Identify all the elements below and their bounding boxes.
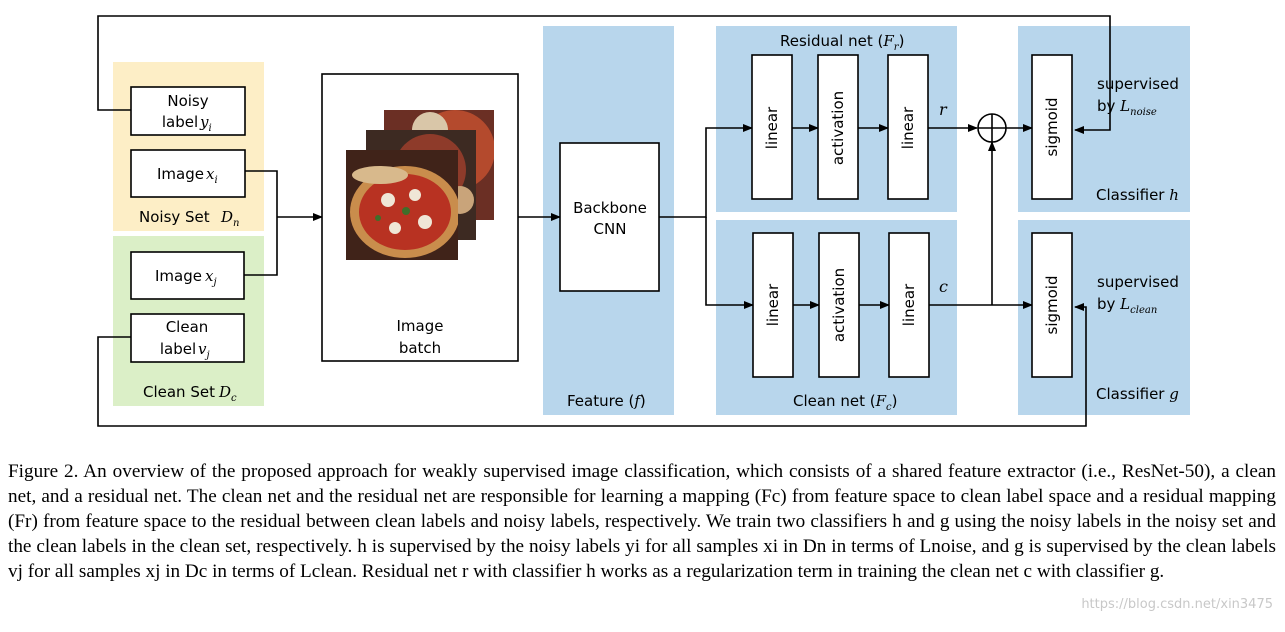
backbone-label-line1: Backbone: [573, 199, 647, 217]
clean-label-var: vj: [198, 340, 210, 361]
sigmoid-h-box: [1031, 54, 1073, 200]
classifier-g-supervised-line1: supervised: [1097, 273, 1179, 291]
residual-activation-box: [817, 54, 859, 200]
clean-image-label: Image: [155, 267, 202, 285]
clean-block-2-label: activation: [830, 268, 848, 342]
feature-to-residual-arrow: [659, 124, 753, 218]
classifier-h-label: Classifier h: [1096, 186, 1179, 204]
clean-image-var: xj: [205, 267, 217, 288]
clean-label-line2: label: [160, 340, 196, 358]
clean-output-var: c: [939, 277, 948, 296]
image-batch-label-line2: batch: [399, 339, 441, 357]
feature-to-clean-arrow: [705, 217, 754, 309]
noisy-image-box: [130, 149, 246, 198]
architecture-diagram: Noisy label yi Image xi Noisy Set Dn Ima…: [97, 15, 1190, 427]
clean-set-label: Clean Set: [143, 383, 215, 401]
noisy-image-var: xi: [206, 165, 218, 186]
residual-block-3-label: linear: [899, 106, 917, 149]
watermark: https://blog.csdn.net/xin3475: [1081, 597, 1273, 612]
clean-linear-2-box: [888, 232, 930, 378]
noisy-image-label: Image: [157, 165, 204, 183]
clean-block-3-label: linear: [900, 283, 918, 326]
noisy-label-feedback-line: [97, 15, 1111, 134]
noisy-label-line2: label: [162, 113, 198, 131]
pizza-photo-icon: [346, 110, 494, 260]
classifier-g-label: Classifier g: [1096, 385, 1179, 403]
residual-linear-1-box: [751, 54, 793, 200]
noisy-set-label: Noisy Set: [139, 208, 210, 226]
classifier-h-supervised-line1: supervised: [1097, 75, 1179, 93]
sigmoid-h-label: sigmoid: [1043, 98, 1061, 157]
noisy-label-box: [130, 86, 246, 136]
noisy-label-line1: Noisy: [167, 92, 208, 110]
oplus-icon: [977, 113, 1007, 143]
backbone-cnn-box: [559, 142, 660, 292]
feature-label: Feature (f): [567, 392, 646, 410]
clean-image-connector: [244, 217, 278, 276]
residual-block-2-label: activation: [829, 91, 847, 165]
sigmoid-g-label: sigmoid: [1043, 276, 1061, 335]
noisy-image-connector: [245, 170, 278, 217]
backbone-label-line2: CNN: [594, 220, 627, 238]
clean-label-feedback-line: [97, 303, 1087, 427]
clean-image-box: [130, 251, 245, 300]
image-batch-label-line1: Image: [397, 317, 444, 335]
clean-label-box: [130, 313, 245, 363]
figure-caption: Figure 2. An overview of the proposed ap…: [8, 461, 1276, 582]
residual-output-var: r: [939, 100, 948, 119]
residual-net-title: Residual net (Fr): [780, 32, 904, 53]
clean-block-1-label: linear: [764, 283, 782, 326]
sigmoid-g-box: [1031, 232, 1073, 378]
clean-label-line1: Clean: [166, 318, 209, 336]
residual-block-1-label: linear: [763, 106, 781, 149]
clean-net-title: Clean net (Fc): [793, 392, 897, 413]
residual-linear-2-box: [887, 54, 929, 200]
